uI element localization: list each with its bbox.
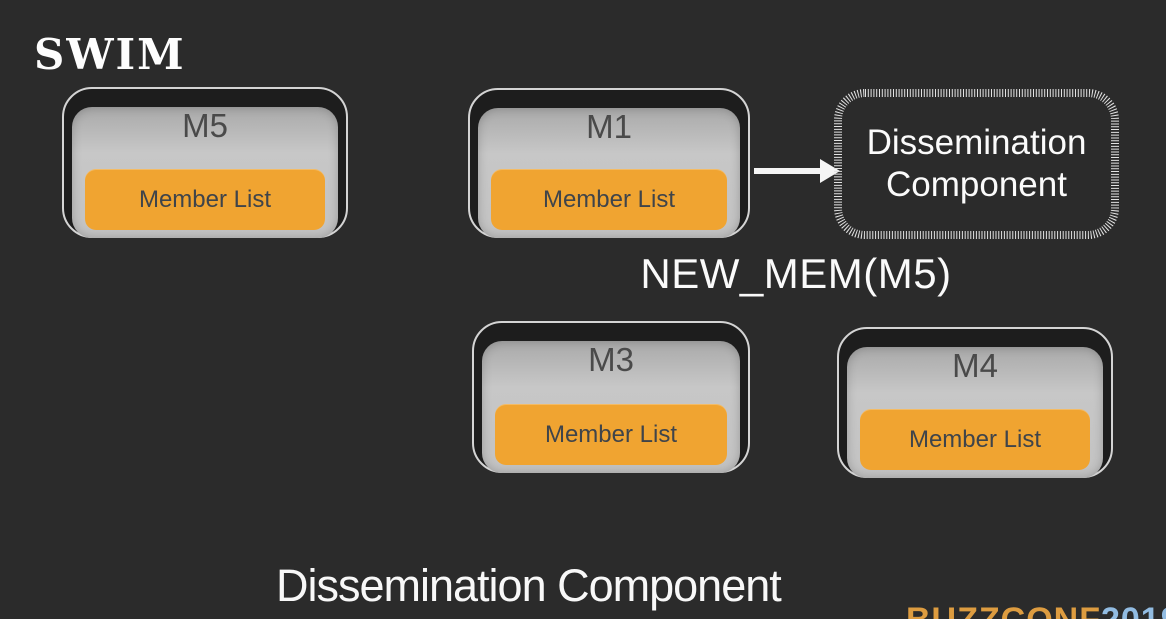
dissemination-component-text: Dissemination Component bbox=[833, 88, 1120, 240]
member-node-body: M4 Member List bbox=[847, 347, 1103, 478]
member-node-label: M1 bbox=[586, 108, 632, 145]
watermark-prefix: BUZZCONF bbox=[906, 601, 1101, 619]
dissemination-line2: Component bbox=[886, 165, 1067, 204]
member-node-m3: M3 Member List bbox=[472, 321, 750, 473]
member-node-m1: M1 Member List bbox=[468, 88, 750, 238]
slide-title: SWIM bbox=[34, 30, 186, 79]
member-list-pill: Member List bbox=[491, 169, 727, 230]
conference-watermark: BUZZCONF2019 bbox=[906, 603, 1166, 619]
member-node-label: M5 bbox=[182, 107, 228, 144]
hatched-border-icon bbox=[834, 89, 1119, 239]
member-node-body: M1 Member List bbox=[478, 108, 740, 238]
member-list-pill: Member List bbox=[495, 404, 727, 465]
arrow-m1-to-dissemination-icon bbox=[754, 159, 840, 183]
dissemination-component-box: Dissemination Component bbox=[833, 88, 1120, 240]
member-node-label: M3 bbox=[588, 341, 634, 378]
slide-footer-title: Dissemination Component bbox=[276, 560, 782, 611]
member-node-body: M3 Member List bbox=[482, 341, 740, 473]
member-list-pill: Member List bbox=[860, 409, 1090, 470]
watermark-suffix: 2019 bbox=[1101, 601, 1166, 619]
member-list-pill: Member List bbox=[85, 169, 325, 230]
member-node-m5: M5 Member List bbox=[62, 87, 348, 238]
member-node-body: M5 Member List bbox=[72, 107, 338, 238]
new-mem-message-label: NEW_MEM(M5) bbox=[640, 250, 952, 297]
member-node-m4: M4 Member List bbox=[837, 327, 1113, 478]
member-node-label: M4 bbox=[952, 347, 998, 384]
dissemination-line1: Dissemination bbox=[866, 123, 1087, 162]
